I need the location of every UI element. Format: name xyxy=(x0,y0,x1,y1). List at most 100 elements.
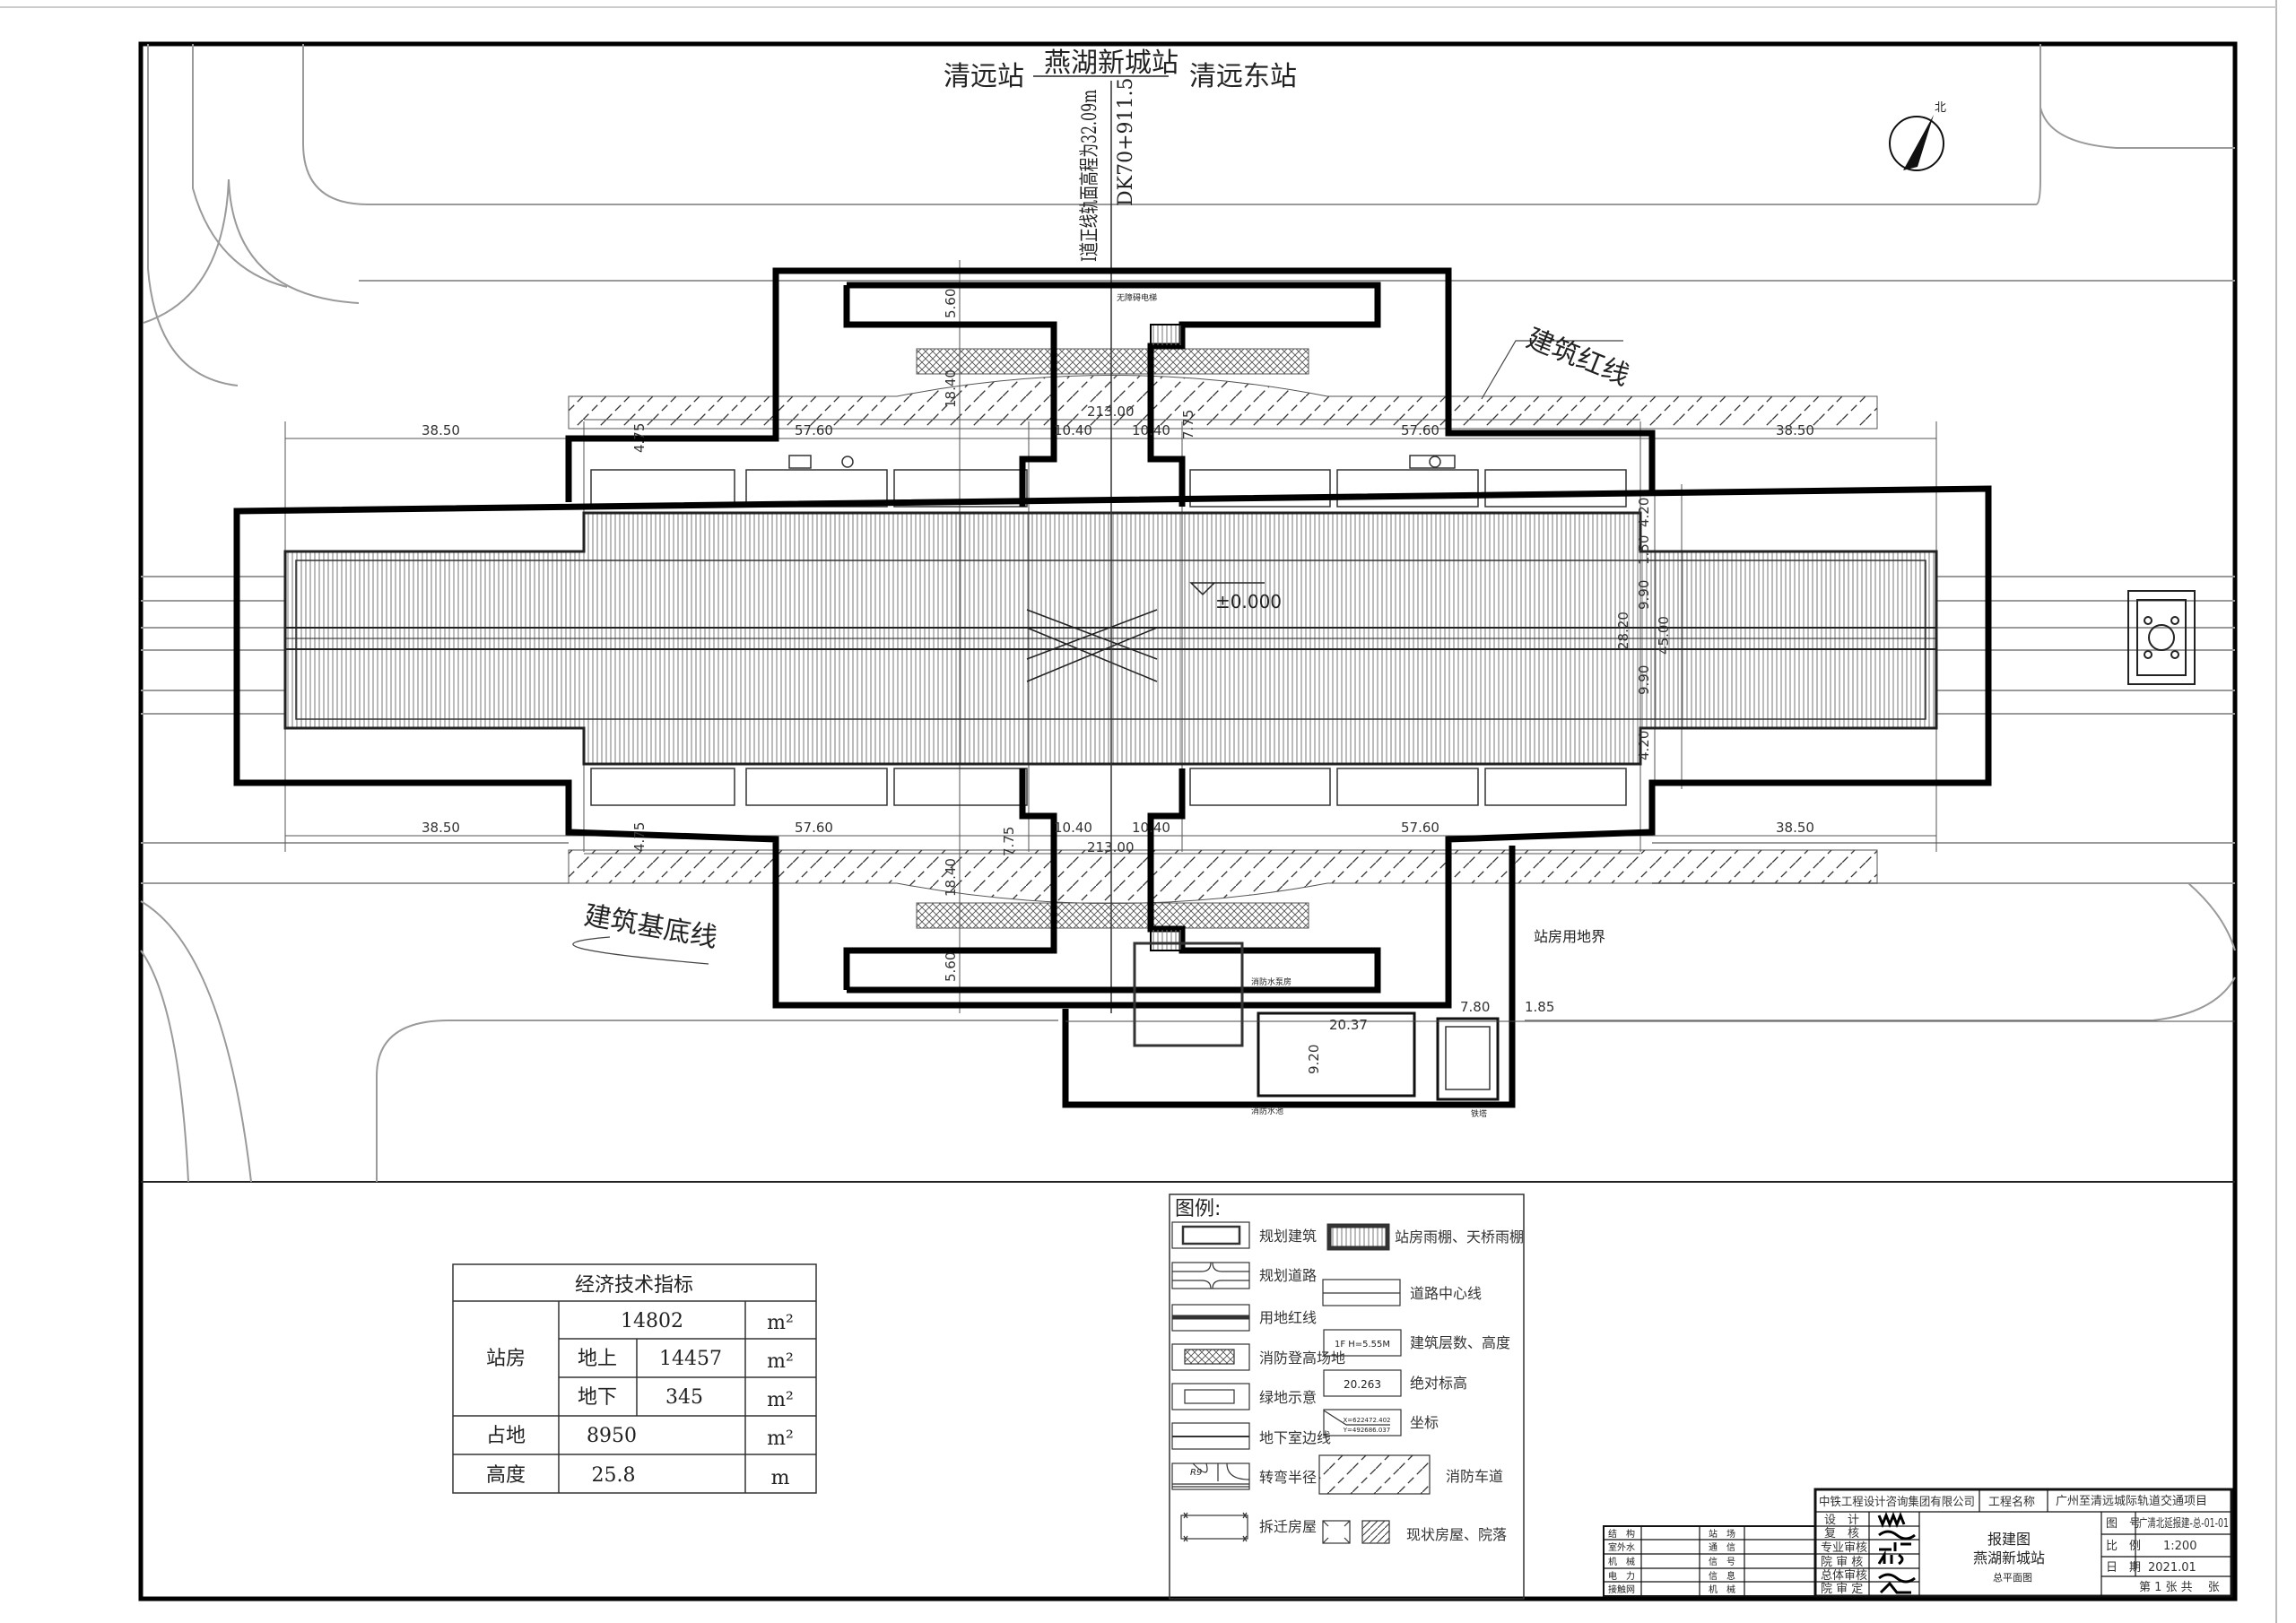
label-dimensions-d475: 4.75 xyxy=(631,822,648,852)
label-legend-turn-radius: 转弯半径 xyxy=(1259,1469,1317,1486)
tower-label: 铁塔 xyxy=(1471,1108,1487,1119)
label-dimensions-d990: 9.90 xyxy=(1636,665,1652,695)
title-block: 中铁工程设计咨询集团有限公司 工程名称 广州至清远城际轨道交通项目 设 计 复 … xyxy=(1603,1488,2233,1598)
label-title-block-disciplines-3-1: 信 息 xyxy=(1709,1570,1735,1582)
label-title-block-disciplines-1-0: 室外水 xyxy=(1608,1541,1635,1553)
legend: 图例: 规划建筑 规划道路 用地红线 消防登高场地 绿地示意 地下室边线 转弯半… xyxy=(1169,1193,1525,1600)
label-title-block-disciplines-1-1: 通 信 xyxy=(1709,1542,1735,1553)
label-indicators-table-height-value: 25.8 xyxy=(592,1464,636,1487)
label-dimensions-d21300: 213.00 xyxy=(1087,839,1135,855)
label-dimensions-d3850: 38.50 xyxy=(422,422,460,438)
label-dimensions-d420: 4.20 xyxy=(1636,731,1652,760)
label-dimensions-d1040: 10.40 xyxy=(1132,422,1170,438)
label-dimensions-d5760: 57.60 xyxy=(1401,820,1439,836)
label-dimensions-d5760: 57.60 xyxy=(795,820,833,836)
label-dimensions-d150: 1.50 xyxy=(1636,535,1652,565)
label-title-block-disciplines-2-1: 信 号 xyxy=(1709,1557,1735,1567)
label-title-block-roles-1: 复 核 xyxy=(1824,1527,1859,1541)
label-legend-floors-height: 建筑层数、高度 xyxy=(1410,1334,1510,1351)
label-legend-abs-elevation: 绝对标高 xyxy=(1410,1375,1467,1392)
label-legend-title: 图例: xyxy=(1175,1198,1221,1220)
label-dimensions-d475: 4.75 xyxy=(631,423,648,453)
label-title-block-disciplines-2-0: 机 械 xyxy=(1608,1556,1635,1567)
label-dimensions-d560: 5.60 xyxy=(943,289,959,318)
label-dimensions-d1840: 18.40 xyxy=(943,858,959,897)
roads xyxy=(140,44,2236,1183)
label-legend-coord-x: X=622472.402 xyxy=(1344,1417,1391,1424)
label-title-block-no-value: 广清北延报建-总-01-01 xyxy=(2139,1517,2229,1531)
label-dimensions-d2037: 20.37 xyxy=(1329,1017,1368,1033)
dimension-labels: 38.50 38.50 38.50 38.50 57.60 57.60 57.6… xyxy=(422,289,1814,1074)
label-dimensions-d780: 7.80 xyxy=(1460,999,1490,1015)
label-legend-planned-road: 规划道路 xyxy=(1259,1267,1317,1284)
rail-elevation: I道正线轨面高程为32.09m xyxy=(1079,90,1101,262)
annex xyxy=(1062,846,2235,1108)
north-arrow-icon: 北 xyxy=(1889,101,1946,171)
label-title-block-date-value: 2021.01 xyxy=(2148,1561,2196,1575)
label-indicators-table-land-value: 8950 xyxy=(587,1425,637,1447)
label-dimensions-d4500: 45.00 xyxy=(1656,616,1672,655)
label-legend-existing: 现状房屋、院落 xyxy=(1406,1526,1507,1543)
label-dimensions-d775: 7.75 xyxy=(1001,827,1017,856)
label-title-block-disciplines-3-0: 电 力 xyxy=(1608,1570,1635,1582)
label-indicators-table-unit-area: m² xyxy=(767,1312,794,1334)
label-legend-abs-elevation-sample: 20.263 xyxy=(1344,1378,1381,1391)
indicators-table xyxy=(452,1263,817,1494)
building-outline xyxy=(233,267,1992,1009)
red-line-outline xyxy=(233,485,1992,1009)
label-indicators-table-above-value: 14457 xyxy=(659,1348,722,1370)
label-indicators-table-below-value: 345 xyxy=(665,1386,703,1409)
label-indicators-table-height-label: 高度 xyxy=(486,1464,526,1487)
label-title-block-sheet: 第 1 张 共 张 xyxy=(2139,1581,2220,1594)
label-title-block-disciplines-4-1: 机 械 xyxy=(1709,1584,1735,1595)
label-indicators-table-station-label: 站房 xyxy=(486,1348,526,1370)
label-dimensions-d3850: 38.50 xyxy=(422,820,460,836)
label-dimensions-d1840: 18.40 xyxy=(943,369,959,408)
label-legend-demolish: 拆迁房屋 xyxy=(1259,1518,1317,1535)
label-title-block-drawing-station: 燕湖新城站 xyxy=(1973,1549,2045,1567)
label-title-block-drawing-name: 总平面图 xyxy=(1993,1571,2032,1584)
fire-pool-label: 消防水池 xyxy=(1251,1106,1283,1116)
label-dimensions-d3850: 38.50 xyxy=(1776,820,1814,836)
station-next: 清远东站 xyxy=(1189,61,1297,92)
label-indicators-table-above-label: 地上 xyxy=(578,1348,617,1370)
label-legend-fire-platform: 消防登高场地 xyxy=(1259,1350,1345,1367)
fire-lanes xyxy=(568,348,1878,929)
label-indicators-table-unit-area: m² xyxy=(767,1428,794,1450)
label-indicators-table-unit-area: m² xyxy=(767,1389,794,1411)
label-dimensions-d1040: 10.40 xyxy=(1054,422,1092,438)
label-title-block-roles-4: 总体审核 xyxy=(1821,1569,1867,1583)
label-dimensions-d990: 9.90 xyxy=(1636,580,1652,610)
elevator-label: 无障碍电梯 xyxy=(1117,292,1157,303)
label-legend-basement-edge: 地下室边线 xyxy=(1259,1429,1331,1446)
substation-symbol xyxy=(2127,590,2196,685)
label-dimensions-d420: 4.20 xyxy=(1636,498,1652,527)
label-title-block-no-label: 图 号 xyxy=(2106,1517,2141,1531)
signatures xyxy=(1877,1511,1916,1594)
label-title-block-scale-label: 比 例 xyxy=(2106,1540,2141,1553)
label-dimensions-d5760: 57.60 xyxy=(1401,422,1439,438)
label-legend-coord-y: Y=492686.037 xyxy=(1343,1427,1390,1434)
site-boundary-label: 站房用地界 xyxy=(1534,928,1605,945)
label-indicators-table-land-label: 占地 xyxy=(486,1425,526,1447)
label-title-block-scale-value: 1:200 xyxy=(2163,1540,2196,1553)
label-legend-green-area: 绿地示意 xyxy=(1259,1389,1317,1406)
label-dimensions-d3850: 38.50 xyxy=(1776,422,1814,438)
label-title-block-project-label: 工程名称 xyxy=(1988,1495,2035,1509)
label-indicators-table-station-total: 14802 xyxy=(621,1310,683,1332)
pump-room-label: 消防水泵房 xyxy=(1251,976,1292,987)
label-legend-canopy: 站房雨棚、天桥雨棚 xyxy=(1395,1228,1524,1245)
label-title-block-disciplines-0-1: 站 场 xyxy=(1709,1528,1735,1540)
label-title-block-disciplines-4-0: 接触网 xyxy=(1608,1584,1635,1595)
chainage: DK70+911.5 xyxy=(1115,78,1137,206)
label-indicators-table-below-label: 地下 xyxy=(578,1386,617,1409)
label-legend-road-centerline: 道路中心线 xyxy=(1410,1285,1482,1302)
label-dimensions-d775: 7.75 xyxy=(1180,410,1196,439)
north-label: 北 xyxy=(1935,101,1946,115)
label-legend-coordinate: 坐标 xyxy=(1410,1414,1439,1431)
indicators-table-text: 经济技术指标 站房 14802 地上 14457 地下 345 占地 8950 … xyxy=(486,1274,794,1489)
label-legend-fire-lane: 消防车道 xyxy=(1446,1468,1503,1485)
label-title-block-roles-2: 专业审核 xyxy=(1821,1541,1867,1555)
elevation-zero: ±0.000 xyxy=(1215,591,1282,612)
